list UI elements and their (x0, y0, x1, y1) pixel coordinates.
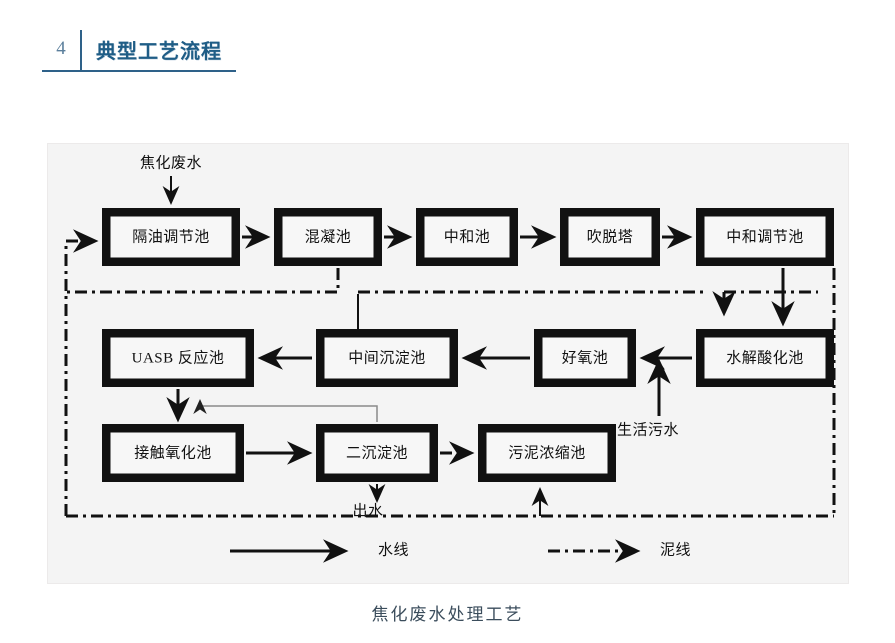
node-oil-separation-equalization: 隔油调节池 (102, 208, 240, 266)
node-label: 二沉淀池 (346, 444, 408, 461)
node-sludge-thickener: 污泥浓缩池 (478, 424, 616, 482)
node-label: 中和调节池 (726, 228, 804, 245)
node-body (281, 215, 375, 259)
node-aerobic: 好氧池 (534, 329, 636, 387)
node-label: 吹脱塔 (587, 228, 634, 245)
legend: 水线 泥线 (230, 539, 691, 563)
legend-sludge-line-label: 泥线 (660, 541, 691, 558)
node-intermediate-sedimentation: 中间沉淀池 (316, 329, 458, 387)
edge-coagulation-sludge-out (66, 268, 340, 294)
node-coagulation: 混凝池 (274, 208, 382, 266)
flowchart-svg: 隔油调节池 混凝池 中和池 吹脱塔 中和调节池 (64, 154, 836, 563)
figure-caption: 焦化废水处理工艺 (371, 605, 524, 624)
node-body (567, 215, 653, 259)
process-flow-diagram: 隔油调节池 混凝池 中和池 吹脱塔 中和调节池 (47, 143, 849, 584)
node-body (423, 215, 511, 259)
edge-sludge-return-to-contact-oxidation (193, 399, 378, 422)
node-secondary-sedimentation: 二沉淀池 (316, 424, 438, 482)
node-body (703, 215, 827, 259)
node-body (323, 431, 431, 475)
label-influent: 焦化废水 (140, 154, 202, 171)
node-body (109, 336, 247, 380)
section-header: 4 典型工艺流程 (42, 28, 236, 72)
page-title: 典型工艺流程 (82, 28, 236, 72)
node-neutralization-equalization: 中和调节池 (696, 208, 834, 266)
edge-sludge-return-to-oil-separation (64, 229, 99, 516)
label-domestic-sewage: 生活污水 (617, 421, 679, 438)
node-body (703, 336, 827, 380)
node-label: 中间沉淀池 (348, 349, 426, 366)
node-body (109, 431, 237, 475)
node-label: 中和池 (444, 228, 491, 245)
node-uasb-reactor: UASB 反应池 (102, 329, 254, 387)
node-body (323, 336, 451, 380)
legend-water-line-label: 水线 (378, 541, 409, 558)
node-neutralization: 中和池 (416, 208, 518, 266)
node-hydrolysis-acidification: 水解酸化池 (696, 329, 834, 387)
header-divider (80, 30, 82, 72)
section-number: 4 (42, 28, 80, 72)
node-label: 污泥浓缩池 (508, 444, 586, 461)
node-label: 隔油调节池 (132, 228, 210, 245)
node-body (109, 215, 233, 259)
node-body (485, 431, 609, 475)
node-label: UASB 反应池 (132, 348, 225, 366)
node-label: 混凝池 (305, 228, 352, 245)
node-label: 水解酸化池 (726, 349, 804, 366)
node-label: 好氧池 (562, 349, 609, 366)
node-contact-oxidation: 接触氧化池 (102, 424, 244, 482)
node-label: 接触氧化池 (134, 444, 212, 461)
node-body (541, 336, 629, 380)
node-stripping-tower: 吹脱塔 (560, 208, 660, 266)
